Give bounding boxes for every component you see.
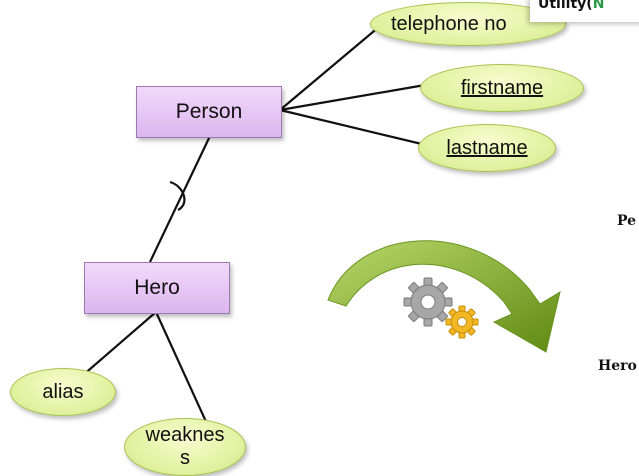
entity-hero: Hero <box>84 262 230 314</box>
attribute-lastname: lastname <box>418 124 556 172</box>
attribute-weakness-line1: weaknes <box>145 424 225 446</box>
attribute-lastname-label: lastname <box>446 136 528 159</box>
gears-icon <box>403 277 479 339</box>
entity-hero-label: Hero <box>134 276 180 299</box>
subset-symbol <box>169 180 186 211</box>
side-label-person-cut: Pe <box>617 213 637 229</box>
side-label-hero-cut: Hero <box>598 358 637 374</box>
attribute-firstname-label: firstname <box>460 76 544 99</box>
line-person-firstname <box>279 83 426 112</box>
line-person-lastname <box>279 108 427 147</box>
utility-popup: Utility(N <box>530 0 639 22</box>
utility-popup-prefix: Utility( <box>538 0 593 12</box>
attribute-telephone-label: telephone no <box>391 12 507 35</box>
attribute-firstname: firstname <box>420 64 584 112</box>
attribute-alias: alias <box>10 368 116 416</box>
curved-arrow-icon <box>327 240 561 353</box>
attribute-weakness: weaknes s <box>124 418 246 476</box>
entity-person-label: Person <box>175 100 243 123</box>
attribute-alias-label: alias <box>42 380 84 403</box>
entity-person: Person <box>136 86 282 138</box>
utility-popup-suffix: N <box>592 0 605 12</box>
line-hero-alias <box>81 311 157 377</box>
line-person-telephone <box>279 25 381 111</box>
line-hero-weakness <box>154 311 210 427</box>
attribute-weakness-line2: s <box>180 447 190 469</box>
line-person-hero <box>149 135 211 263</box>
